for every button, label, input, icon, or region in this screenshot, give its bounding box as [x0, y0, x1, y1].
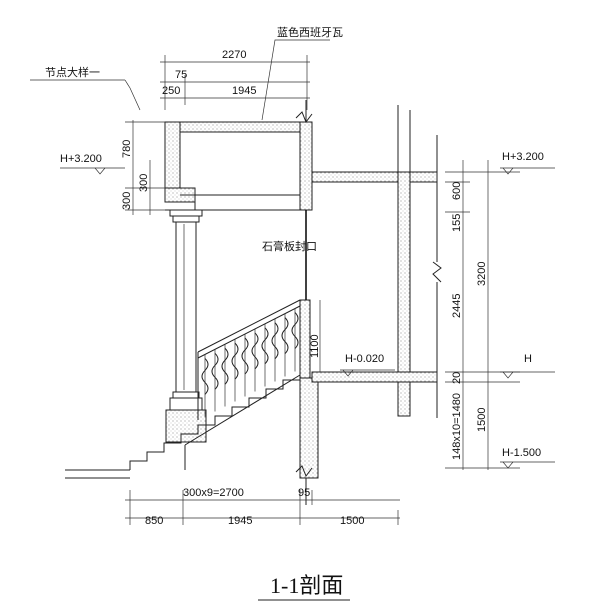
dim-bot-850: 850	[145, 515, 163, 527]
central-wall	[295, 100, 319, 505]
baluster-scroll	[281, 317, 289, 354]
dim-left-780: 780	[121, 140, 133, 158]
dim-right-2445: 2445	[451, 294, 463, 318]
elev-left-top: H+3.200	[60, 153, 102, 165]
dim-right-20: 20	[451, 372, 463, 384]
dimension-lines	[30, 39, 520, 525]
baluster-scroll	[221, 347, 229, 385]
stair	[65, 374, 301, 479]
dim-right-600: 600	[451, 182, 463, 200]
dim-top-250: 250	[162, 85, 180, 97]
dim-right-1500: 1500	[476, 408, 488, 432]
baluster-scroll	[211, 352, 219, 390]
dim-bot-1500: 1500	[340, 515, 364, 527]
baluster-scroll	[241, 337, 249, 375]
railing	[197, 299, 301, 420]
label-gypsum-seal: 石膏板封口	[262, 239, 317, 253]
dim-right-steps: 148x10=1480	[451, 393, 463, 460]
baluster-scroll	[271, 322, 279, 360]
baluster-scroll	[201, 358, 209, 395]
baluster-scroll	[231, 342, 239, 380]
dim-top-overall: 2270	[222, 49, 246, 61]
elev-right-mid: H	[524, 353, 532, 365]
elev-floor: H-0.020	[345, 353, 384, 365]
label-node-detail: 节点大样一	[45, 65, 100, 79]
dim-top-75: 75	[175, 69, 187, 81]
dim-top-1945: 1945	[232, 85, 256, 97]
right-structure	[311, 105, 442, 478]
drawing-title: 1-1剖面	[270, 573, 343, 598]
dim-rail-1100: 1100	[309, 334, 321, 358]
elev-right-bottom: H-1.500	[502, 447, 541, 459]
dim-stair-run: 300x9=2700	[183, 487, 244, 499]
dim-left-300a: 300	[138, 174, 150, 192]
baluster-scroll	[261, 327, 269, 365]
elev-right-top: H+3.200	[502, 151, 544, 163]
column	[165, 209, 207, 443]
dim-bot-1945: 1945	[228, 515, 252, 527]
dim-bot-95: 95	[298, 487, 310, 499]
dim-right-3200: 3200	[476, 262, 488, 286]
dim-left-300b: 300	[121, 192, 133, 210]
baluster-scroll	[291, 312, 299, 349]
baluster-scroll	[251, 332, 259, 370]
dim-right-155: 155	[451, 214, 463, 232]
label-roof-material: 蓝色西班牙瓦	[277, 25, 343, 39]
roof-beam	[164, 121, 310, 211]
elevation-markers	[60, 167, 555, 469]
